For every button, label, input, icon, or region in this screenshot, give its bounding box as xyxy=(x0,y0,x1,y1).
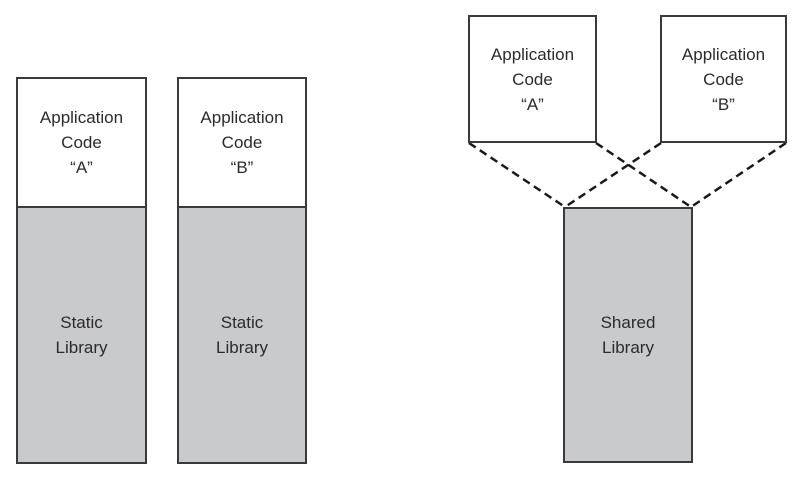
app-code-a-label: Application Code “A” xyxy=(40,105,123,180)
label-line: Static xyxy=(60,313,103,332)
label-line: Library xyxy=(216,338,268,357)
dashed-line-b-to-shared-right xyxy=(690,141,787,209)
label-line: Application xyxy=(490,44,575,64)
shared-library-label: Shared Library xyxy=(601,310,656,360)
app-code-b-section: Application Code “B” xyxy=(179,79,305,208)
label-line: Code xyxy=(61,133,102,152)
app-code-a-section: Application Code “A” xyxy=(18,79,145,208)
label-line: Library xyxy=(55,338,108,357)
label-line: Code xyxy=(221,133,263,152)
label-line: Application xyxy=(200,108,284,127)
static-stack-a: Application Code “A” Static Library xyxy=(16,77,147,464)
static-library-b-label: Static Library xyxy=(216,310,268,360)
static-library-b-section: Static Library xyxy=(179,208,305,462)
static-library-a-label: Static Library xyxy=(56,310,108,360)
static-library-a-section: Static Library xyxy=(18,208,145,462)
static-stack-b: Application Code “B” Static Library xyxy=(177,77,307,464)
label-line: Static xyxy=(220,313,264,332)
label-line: Application xyxy=(681,44,766,64)
shared-app-b-label: Application Code “B” xyxy=(682,42,765,117)
dashed-line-b-to-shared-left xyxy=(564,141,662,209)
shared-app-a-label: Application Code “A” xyxy=(491,42,574,117)
label-line: “B” xyxy=(230,158,254,177)
dashed-line-a-to-shared-right xyxy=(595,141,692,209)
shared-app-box-a: Application Code “A” xyxy=(468,15,597,143)
label-line: “A” xyxy=(70,158,93,177)
shared-app-box-b: Application Code “B” xyxy=(660,15,787,143)
label-line: Shared xyxy=(600,313,656,332)
label-line: Code xyxy=(703,69,744,89)
label-line: Code xyxy=(512,69,553,89)
label-line: Application xyxy=(39,108,124,127)
label-line: “A” xyxy=(521,94,544,114)
dashed-line-a-to-shared-left xyxy=(468,141,566,209)
label-line: “B” xyxy=(712,94,735,114)
shared-library-box: Shared Library xyxy=(563,207,693,463)
label-line: Library xyxy=(602,338,654,357)
app-code-b-label: Application Code “B” xyxy=(200,105,283,180)
